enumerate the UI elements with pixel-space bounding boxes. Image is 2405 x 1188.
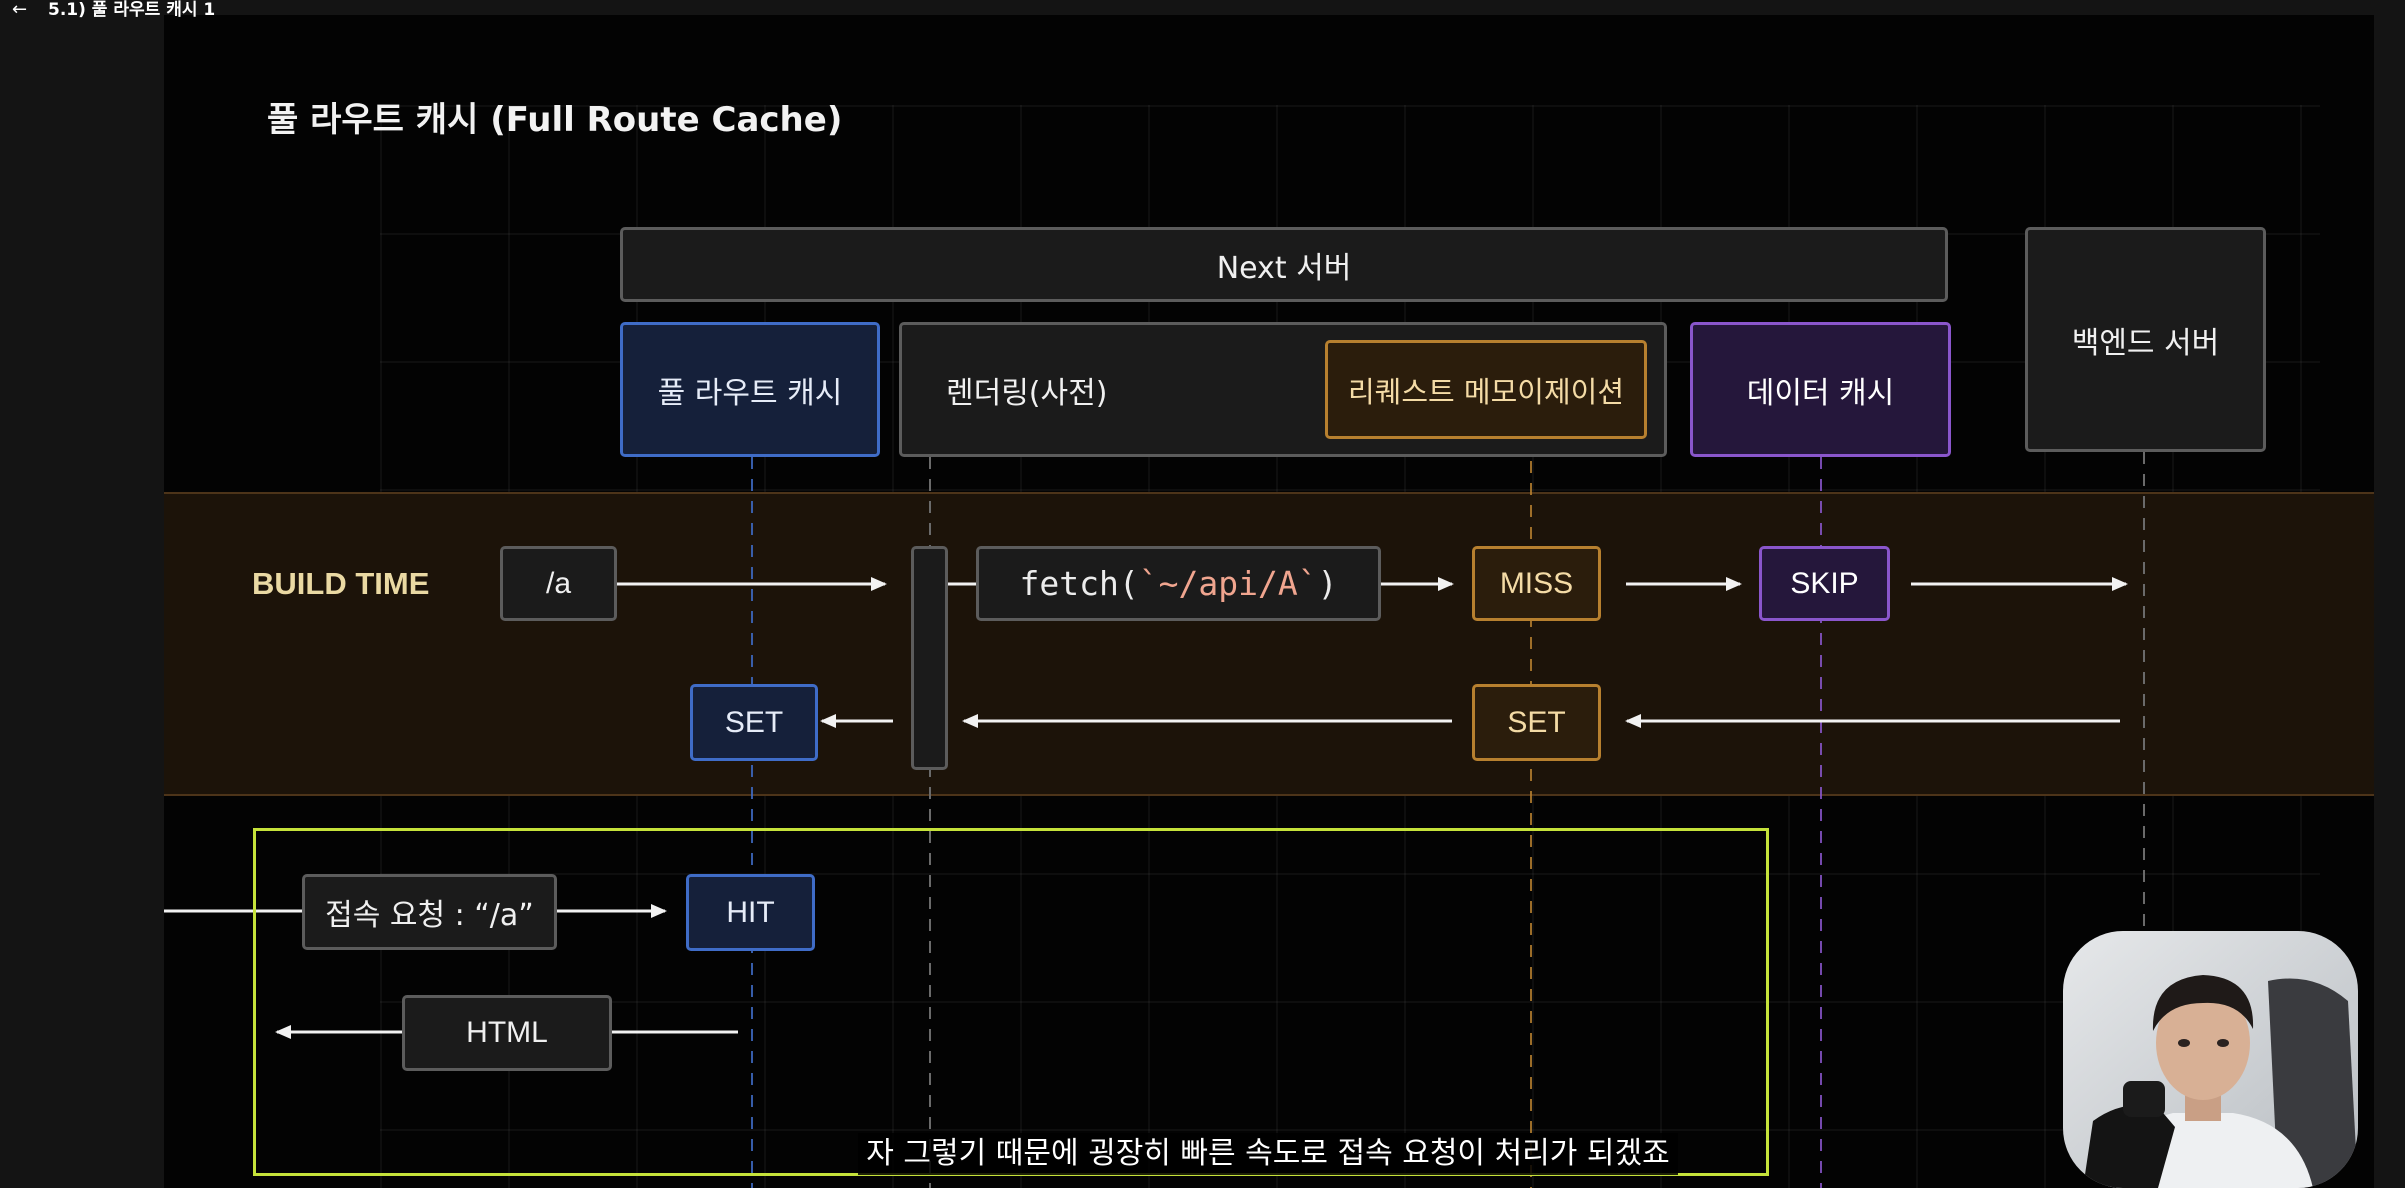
set-label: SET <box>1507 705 1566 739</box>
request-memoization-label: 리퀘스트 메모이제이션 <box>1347 374 1625 409</box>
memoization-set-badge: SET <box>1472 684 1601 761</box>
arrow-left-icon[interactable]: ← <box>12 0 28 20</box>
backend-server-label: 백엔드 서버 <box>2071 325 2220 361</box>
html-label: HTML <box>466 1016 548 1049</box>
presenter-image <box>2063 931 2358 1188</box>
full-route-cache-label: 풀 라우트 캐시 <box>657 375 843 411</box>
build-time-label: BUILD TIME <box>252 566 430 601</box>
next-server-box: Next 서버 <box>620 227 1948 302</box>
lecture-title: 5.1) 풀 라우트 캐시 1 <box>48 0 216 20</box>
memoization-miss-badge: MISS <box>1472 546 1601 621</box>
backend-server-box: 백엔드 서버 <box>2025 227 2266 452</box>
next-server-label: Next 서버 <box>1216 250 1352 286</box>
caption-text: 자 그렇기 때문에 굉장히 빠른 속도로 접속 요청이 처리가 되겠죠 <box>858 1133 1678 1175</box>
head-shape <box>2156 986 2250 1100</box>
fetch-open: fetch( <box>1019 564 1139 603</box>
slide-title: 풀 라우트 캐시 (Full Route Cache) <box>267 100 843 140</box>
request-memoization-box: 리퀘스트 메모이제이션 <box>1325 340 1647 439</box>
skip-label: SKIP <box>1790 566 1859 600</box>
fetch-close: ) <box>1317 564 1338 603</box>
full-route-cache-box: 풀 라우트 캐시 <box>620 322 880 457</box>
hit-label: HIT <box>726 895 775 929</box>
data-cache-label: 데이터 캐시 <box>1746 375 1895 411</box>
set-label: SET <box>724 705 784 739</box>
miss-label: MISS <box>1499 566 1574 600</box>
route-label: /a <box>545 566 572 600</box>
rendering-label: 렌더링(사전) <box>946 375 1108 411</box>
fetch-call-box: fetch(`~/api/A`) <box>976 546 1381 621</box>
html-response-box: HTML <box>402 995 612 1071</box>
route-box: /a <box>500 546 617 621</box>
hair-shape <box>2152 975 2254 1031</box>
route-cache-set-badge: SET <box>690 684 818 761</box>
chair-shape <box>2268 978 2358 1188</box>
top-bar: ← 5.1) 풀 라우트 캐시 1 <box>0 0 2405 22</box>
caption-area: 자 그렇기 때문에 굉장히 빠른 속도로 접속 요청이 처리가 되겠죠 <box>718 1133 1818 1179</box>
data-cache-box: 데이터 캐시 <box>1690 322 1951 457</box>
rendering-activation-bar <box>911 546 948 770</box>
request-box: 접속 요청 : “/a” <box>302 874 557 950</box>
data-cache-skip-badge: SKIP <box>1759 546 1890 621</box>
microphone-shape <box>2083 1104 2175 1188</box>
fetch-argument: `~/api/A` <box>1138 564 1318 603</box>
request-label: 접속 요청 : “/a” <box>325 898 534 933</box>
route-cache-hit-badge: HIT <box>686 874 815 951</box>
presenter-webcam <box>2063 931 2358 1188</box>
build-time-band <box>164 492 2374 796</box>
